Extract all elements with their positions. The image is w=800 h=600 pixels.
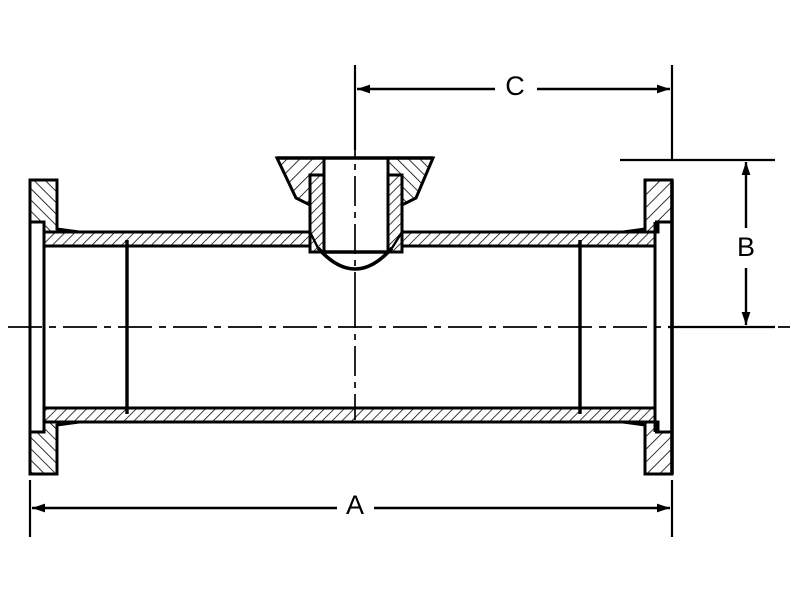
branch-outlet [274, 156, 436, 271]
run-pipe-bottom-wall [42, 406, 657, 424]
branch-left-wall [308, 173, 326, 254]
run-pipe-top-wall-left [42, 230, 312, 248]
run-pipe-top-wall-right [400, 230, 657, 248]
branch-right-wall [386, 173, 404, 254]
left-end-flange [28, 178, 129, 476]
dimension-b: B [620, 158, 775, 329]
dimension-c: C [353, 65, 674, 160]
dimension-b-label: B [737, 232, 755, 262]
dimension-c-label: C [505, 71, 525, 101]
branch-fillet-left [308, 231, 320, 249]
dimension-a-label: A [346, 490, 364, 520]
branch-saddle-arc [316, 246, 394, 271]
dimension-a: A [28, 480, 674, 537]
branch-fillet-right [390, 231, 404, 249]
